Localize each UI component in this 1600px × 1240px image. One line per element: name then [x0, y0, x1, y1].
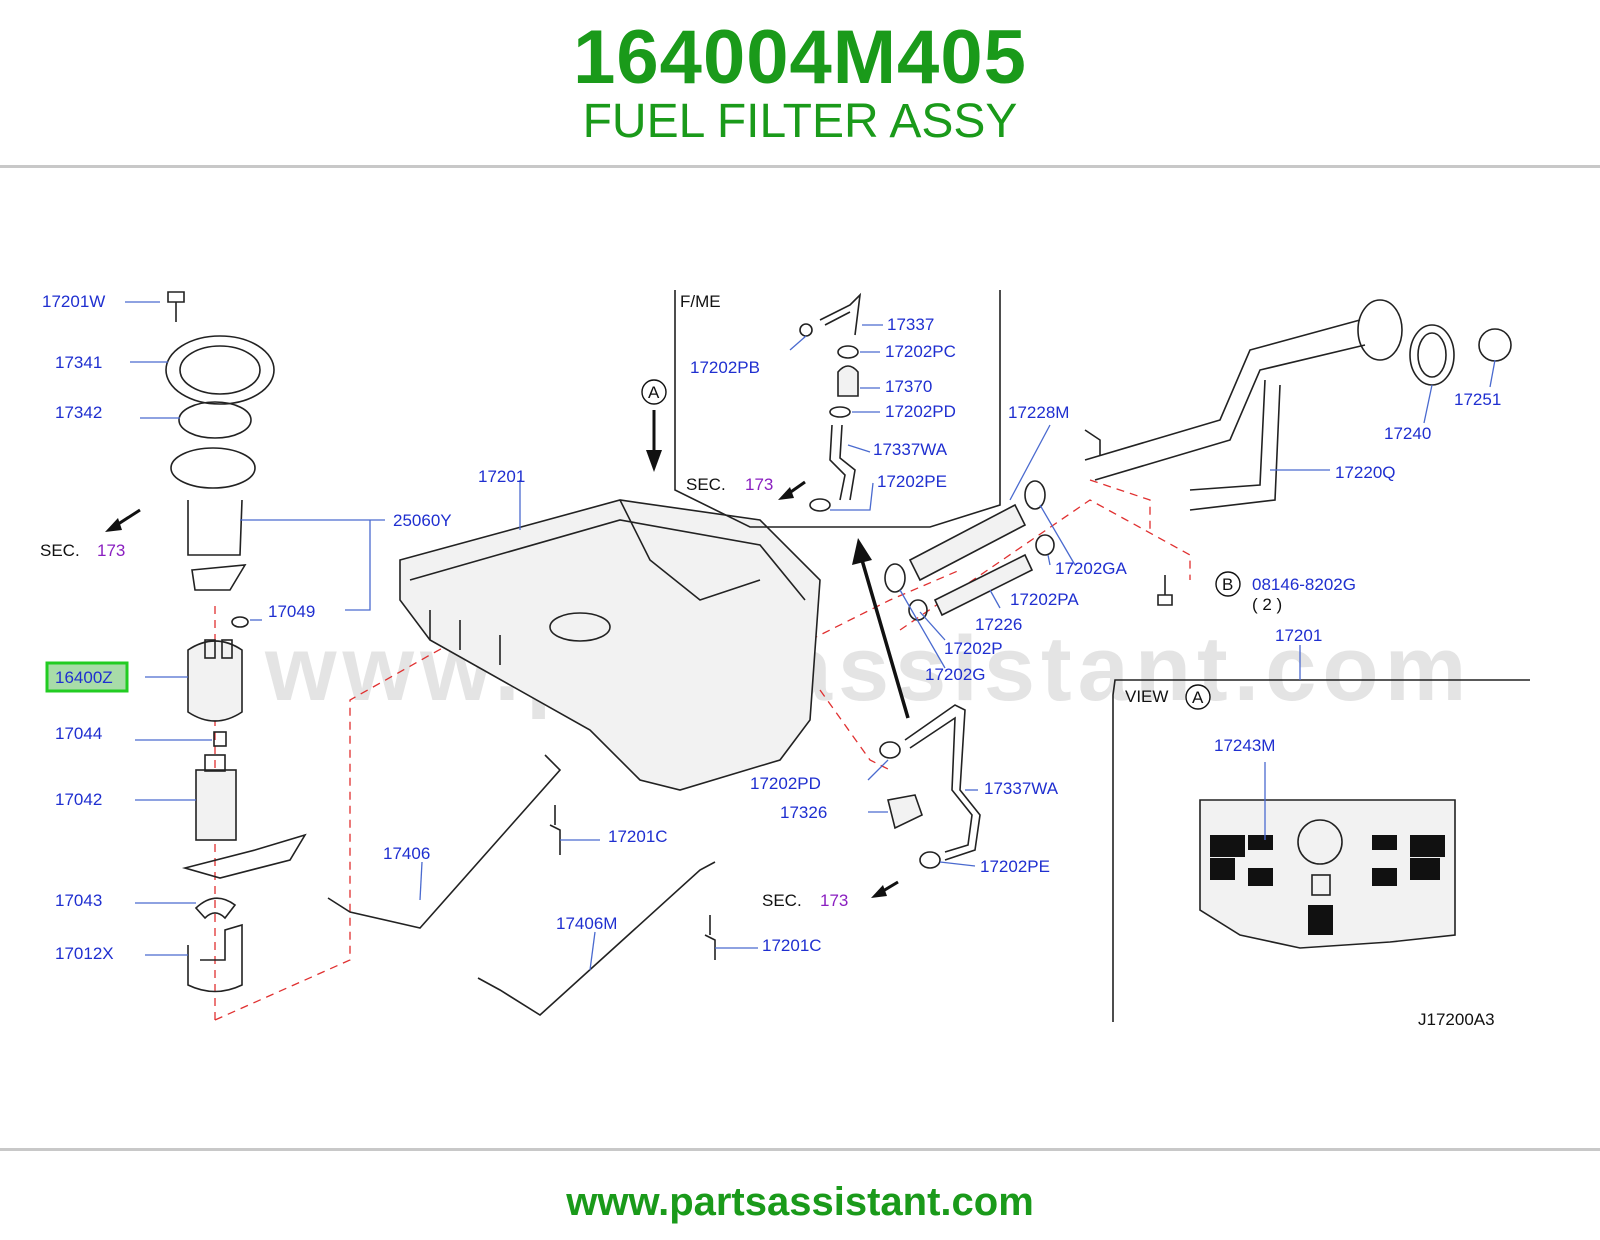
tank-straps	[327, 754, 716, 1016]
label-17326[interactable]: 17326	[780, 803, 827, 822]
label-17202PE-b[interactable]: 17202PE	[980, 857, 1050, 876]
parts-diagram: www.partsassistant.com	[40, 290, 1530, 1029]
label-17406M[interactable]: 17406M	[556, 914, 617, 933]
circle-a-letter: A	[648, 383, 660, 402]
label-25060Y[interactable]: 25060Y	[393, 511, 452, 530]
sec-text-left: SEC.	[40, 541, 80, 560]
label-17406[interactable]: 17406	[383, 844, 430, 863]
view-circle-a-marker	[1185, 684, 1211, 710]
label-17342[interactable]: 17342	[55, 403, 102, 422]
sec-number-left[interactable]: 173	[97, 541, 125, 560]
footer-url-link[interactable]: www.partsassistant.com	[566, 1180, 1034, 1224]
view-label: VIEW	[1125, 687, 1168, 706]
label-17202PB[interactable]: 17202PB	[690, 358, 760, 377]
part-number-title: 164004M405	[573, 15, 1027, 100]
label-17337[interactable]: 17337	[887, 315, 934, 334]
part-name-subtitle: FUEL FILTER ASSY	[582, 95, 1018, 148]
label-17226[interactable]: 17226	[975, 615, 1022, 634]
label-17202G[interactable]: 17202G	[925, 665, 986, 684]
label-17337WA-b[interactable]: 17337WA	[984, 779, 1059, 798]
label-17202PD-b[interactable]: 17202PD	[750, 774, 821, 793]
sec-text-fme: SEC.	[686, 475, 726, 494]
label-17201[interactable]: 17201	[478, 467, 525, 486]
fme-label: F/ME	[680, 292, 721, 311]
view-a-inset	[1112, 679, 1530, 1022]
fuel-tank	[399, 499, 821, 791]
label-17251[interactable]: 17251	[1454, 390, 1501, 409]
label-17044[interactable]: 17044	[55, 724, 102, 743]
label-17337WA-a[interactable]: 17337WA	[873, 440, 948, 459]
label-17220Q[interactable]: 17220Q	[1335, 463, 1396, 482]
sec-number-fme[interactable]: 173	[745, 475, 773, 494]
label-17202GA[interactable]: 17202GA	[1055, 559, 1127, 578]
label-17012X[interactable]: 17012X	[55, 944, 114, 963]
label-17201W[interactable]: 17201W	[42, 292, 105, 311]
direction-arrows	[105, 410, 910, 898]
pump-module-parts	[165, 291, 307, 993]
filler-neck-assembly	[879, 299, 1512, 869]
part-labels: 17201W 17341 17342 25060Y 17049 16400Z 1…	[42, 292, 1501, 1029]
label-17370[interactable]: 17370	[885, 377, 932, 396]
label-quantity-2: ( 2 )	[1252, 595, 1282, 614]
label-17049[interactable]: 17049	[268, 602, 315, 621]
sec-text-bottom: SEC.	[762, 891, 802, 910]
footer-divider	[0, 1148, 1600, 1151]
fme-inset	[674, 290, 1001, 528]
label-17240[interactable]: 17240	[1384, 424, 1431, 443]
circle-b-letter: B	[1222, 575, 1233, 594]
label-17043[interactable]: 17043	[55, 891, 102, 910]
label-17201-b[interactable]: 17201	[1275, 626, 1322, 645]
label-17042[interactable]: 17042	[55, 790, 102, 809]
circle-a-marker	[641, 379, 667, 405]
leader-lines	[125, 301, 1496, 971]
header-divider	[0, 165, 1600, 168]
label-17228M[interactable]: 17228M	[1008, 403, 1069, 422]
label-17202PA[interactable]: 17202PA	[1010, 590, 1079, 609]
label-17243M[interactable]: 17243M	[1214, 736, 1275, 755]
label-17341[interactable]: 17341	[55, 353, 102, 372]
label-08146-8202G[interactable]: 08146-8202G	[1252, 575, 1356, 594]
diagram-ref-code: J17200A3	[1418, 1010, 1495, 1029]
page-header: 164004M405 FUEL FILTER ASSY	[0, 0, 1600, 168]
label-17202PE-a[interactable]: 17202PE	[877, 472, 947, 491]
circle-b-marker	[1215, 571, 1241, 597]
highlight-box-16400Z	[45, 661, 129, 693]
label-17201C-b[interactable]: 17201C	[762, 936, 822, 955]
label-17202PD-a[interactable]: 17202PD	[885, 402, 956, 421]
label-17201C-a[interactable]: 17201C	[608, 827, 668, 846]
sec-number-bottom[interactable]: 173	[820, 891, 848, 910]
label-16400Z[interactable]: 16400Z	[55, 668, 113, 687]
label-17202PC[interactable]: 17202PC	[885, 342, 956, 361]
label-17202P[interactable]: 17202P	[944, 639, 1003, 658]
view-circle-a-letter: A	[1192, 688, 1204, 707]
section-refs: SEC. 173 SEC. 173 SEC. 173 F/ME VIEW A A…	[40, 292, 1241, 910]
